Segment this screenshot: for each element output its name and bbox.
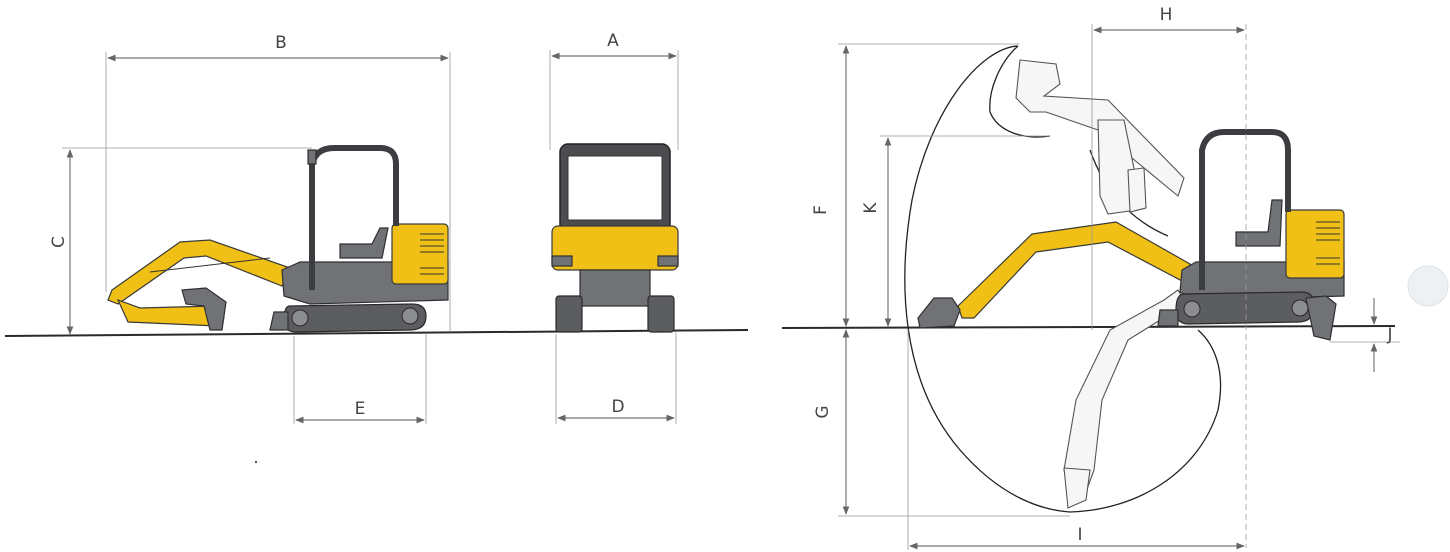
side-mirror xyxy=(307,149,317,165)
side-engine-grill xyxy=(420,233,444,275)
range-bucket xyxy=(917,297,961,329)
front-undercarriage xyxy=(579,269,651,307)
dimension-c xyxy=(62,147,312,335)
label-e: E xyxy=(355,399,366,419)
label-h: H xyxy=(1160,5,1173,25)
front-track-left xyxy=(555,295,583,333)
range-engine-cover xyxy=(1285,209,1345,279)
reach-envelope xyxy=(904,45,1222,513)
working-range-view xyxy=(904,45,1345,513)
range-seat xyxy=(1235,199,1283,247)
side-dozer-blade xyxy=(269,311,289,331)
range-rear-blade xyxy=(1157,309,1179,327)
side-engine-cover xyxy=(391,223,449,285)
label-g: G xyxy=(813,405,833,418)
ground-line-left xyxy=(4,329,749,337)
front-view-excavator xyxy=(551,143,679,333)
side-idler xyxy=(291,309,309,327)
dimension-g xyxy=(838,329,1070,517)
dimension-d xyxy=(555,332,677,424)
label-i: I xyxy=(1077,525,1082,545)
ghost-bucket-lowered xyxy=(1063,467,1091,509)
dimension-h xyxy=(1091,24,1247,548)
dimension-f xyxy=(838,43,1020,327)
side-bucket xyxy=(181,287,227,331)
stray-dot xyxy=(254,460,258,464)
front-cab-window xyxy=(567,155,663,221)
front-track-right xyxy=(647,295,675,333)
label-a: A xyxy=(607,31,619,51)
side-seat xyxy=(339,227,389,259)
side-boom xyxy=(107,239,291,305)
ghost-bucket-folded xyxy=(1127,167,1147,213)
side-sprocket xyxy=(401,307,419,325)
dimension-a xyxy=(549,50,679,150)
range-boom xyxy=(957,221,1191,319)
dimension-k xyxy=(880,135,1050,327)
dimension-i xyxy=(907,330,1245,550)
range-rops-frame xyxy=(1199,129,1291,290)
dimension-b xyxy=(105,52,451,332)
dimension-e xyxy=(293,334,427,424)
label-j: J xyxy=(1386,325,1392,345)
ground-line-right xyxy=(781,325,1396,329)
range-engine-grill xyxy=(1316,221,1340,265)
range-sprocket xyxy=(1291,299,1309,317)
label-d: D xyxy=(611,397,624,417)
label-f: F xyxy=(811,205,831,215)
label-k: K xyxy=(861,202,881,214)
label-c: C xyxy=(49,236,69,248)
front-light-right xyxy=(657,255,679,267)
range-front-blade xyxy=(1305,295,1337,341)
side-view-excavator xyxy=(107,145,449,333)
decorative-sphere xyxy=(1407,265,1449,307)
range-idler xyxy=(1183,300,1201,318)
label-b: B xyxy=(275,33,287,53)
front-light-left xyxy=(551,255,573,267)
dimension-j xyxy=(1330,298,1400,372)
side-cylinder xyxy=(149,257,271,273)
